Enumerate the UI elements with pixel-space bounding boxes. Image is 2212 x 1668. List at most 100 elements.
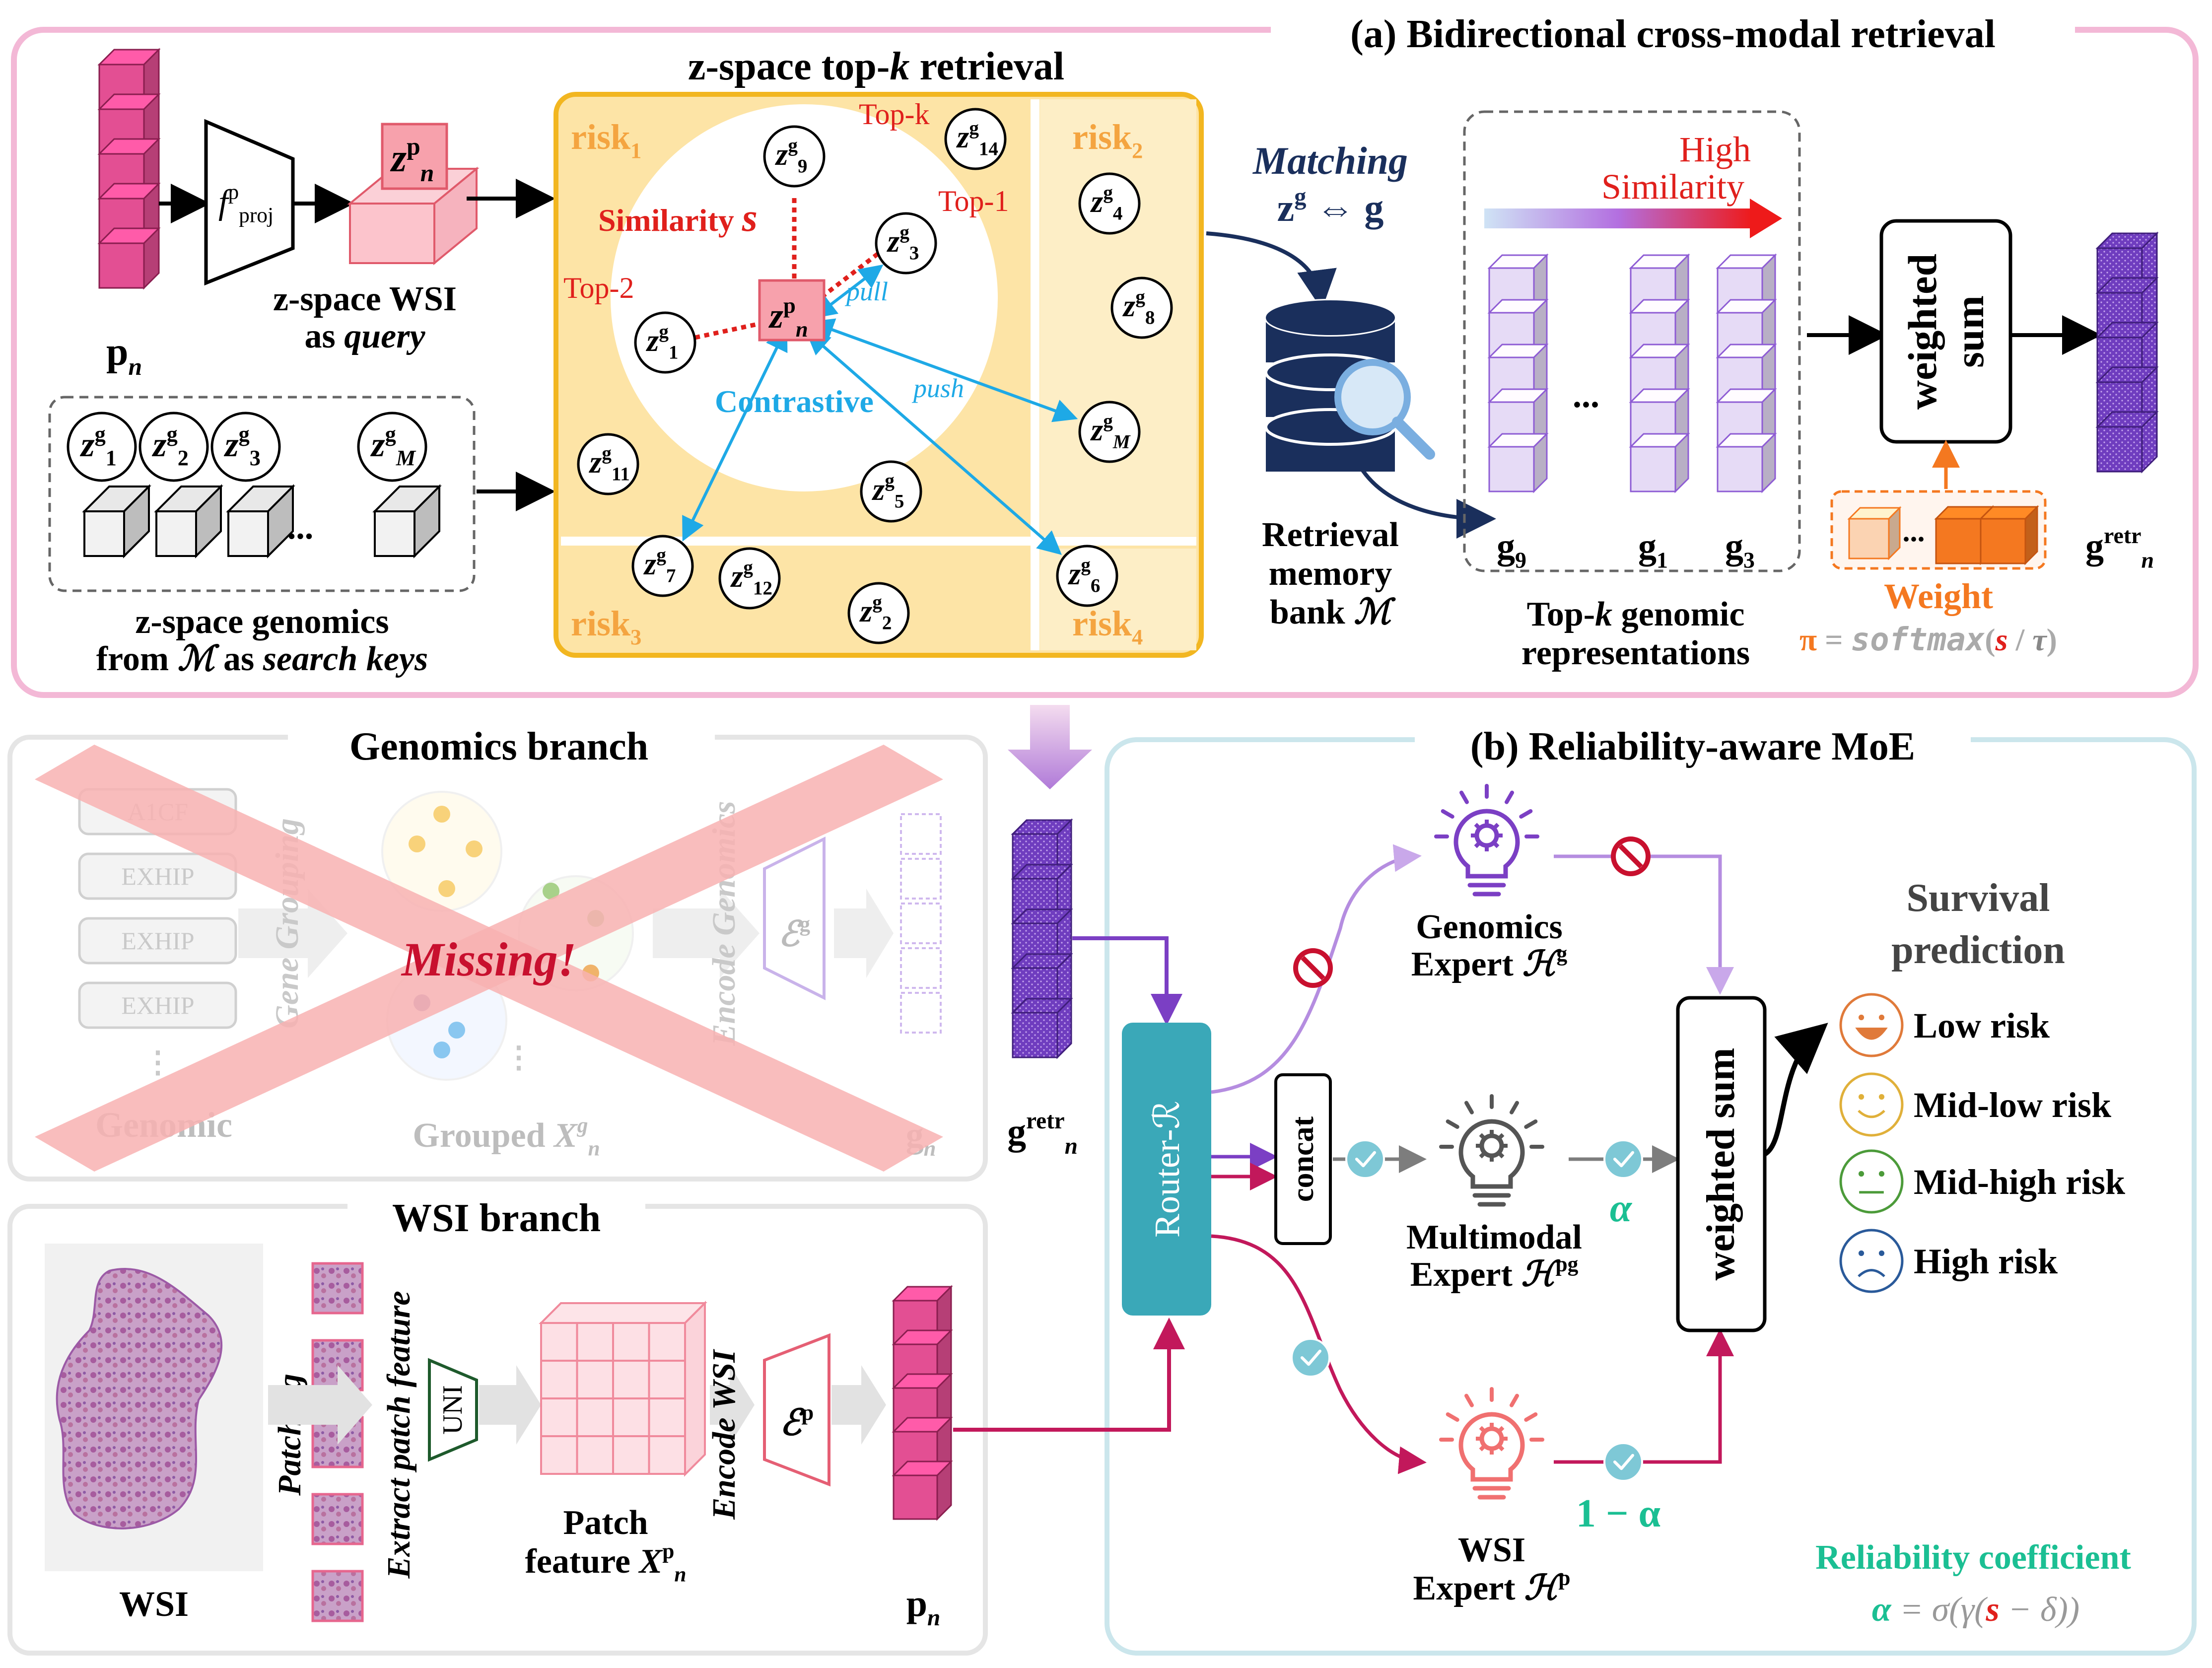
contrastive-label: Contrastive xyxy=(715,384,874,419)
face-outline xyxy=(1839,1149,1904,1214)
g-dots: ... xyxy=(1573,375,1599,415)
topk-box xyxy=(1463,110,1801,572)
risk-face xyxy=(1839,1149,1904,1214)
grid-cell xyxy=(648,1322,686,1362)
panel-a: (a) Bidirectional cross-modal retrievalp… xyxy=(11,11,2199,698)
check-mark xyxy=(1355,1151,1376,1168)
gene-vdots: ⋮ xyxy=(143,1046,173,1079)
gene-dot xyxy=(409,835,425,852)
pull-arrow xyxy=(812,264,884,319)
panel-b-title-bg xyxy=(1415,720,1971,764)
face-outline xyxy=(1839,1072,1904,1137)
high-label: High xyxy=(1679,130,1751,169)
z-node-M: zgM xyxy=(357,412,427,482)
panel-a-title: (a) Bidirectional cross-modal retrieval xyxy=(1350,12,1996,56)
missing-label: Missing! xyxy=(401,933,576,986)
g-label: g1 xyxy=(1638,526,1668,573)
projector-shape xyxy=(204,119,295,286)
z-node-label: zg1 xyxy=(646,321,679,363)
g-stack xyxy=(1629,253,1690,493)
cube-front xyxy=(1980,518,2026,564)
topk-label: Top-k xyxy=(859,98,929,131)
grid-cell xyxy=(576,1397,614,1437)
z-node-label: zg1 xyxy=(79,422,117,470)
check-icon xyxy=(1291,1338,1330,1378)
router-label: Router-ℛ xyxy=(1147,1101,1187,1238)
gene-box xyxy=(78,917,237,965)
face-mouth xyxy=(1855,1027,1888,1040)
wsi-expert-line2: Expert ℋp xyxy=(1413,1566,1571,1607)
multimodal-expert-icon xyxy=(1439,1094,1544,1207)
bulb-ray xyxy=(1464,1101,1474,1114)
bulb-gear xyxy=(1479,1426,1504,1451)
check-icon xyxy=(1345,1139,1385,1179)
gene-dot xyxy=(448,1022,465,1039)
gear-tooth xyxy=(1493,823,1500,830)
patch-line1: Patch xyxy=(563,1504,648,1542)
face-eye xyxy=(1878,1094,1885,1100)
z-node-8: zg8 xyxy=(1110,277,1173,339)
reliability-label: Reliability coefficient xyxy=(1815,1538,2131,1577)
bulb-ray xyxy=(1524,1119,1538,1129)
grid-cell xyxy=(576,1360,614,1399)
prohibited-icon xyxy=(1293,948,1333,988)
z-node-M: zgM xyxy=(1078,401,1141,463)
stack-cube xyxy=(1487,387,1549,449)
wsi-expert-line1: WSI xyxy=(1458,1531,1525,1569)
patch-line2: feature Xpn xyxy=(525,1539,687,1587)
risk-label: risk2 xyxy=(1072,117,1143,163)
encode-wsi-arrow-2 xyxy=(831,1365,886,1445)
face-eye xyxy=(1858,1094,1865,1100)
z-node-circle xyxy=(718,547,781,610)
contrast-arrow-6 xyxy=(805,331,1062,555)
risk-level-label: Mid-low risk xyxy=(1914,1085,2111,1125)
cube-front xyxy=(1848,518,1890,559)
arrow-pn-router xyxy=(953,1318,1185,1432)
contrast-arrow-7 xyxy=(682,326,788,542)
z-node-circle xyxy=(138,412,209,482)
key-column: zg2 xyxy=(138,412,223,558)
grid-cell xyxy=(612,1397,650,1437)
keys-dots: ... xyxy=(287,508,314,547)
eg-label: ℰg xyxy=(778,912,810,954)
zp-label: zpn xyxy=(390,133,434,187)
zspace-title: z-space top-k retrieval xyxy=(688,45,1064,88)
risk-face xyxy=(1839,993,1904,1057)
zn-label: zpn xyxy=(768,293,808,342)
g-stack xyxy=(1716,253,1777,493)
topk-repr-line1: Top-k genomic xyxy=(1527,595,1745,633)
gene-dot xyxy=(543,883,559,900)
gear-tooth xyxy=(1498,1426,1505,1433)
weight-cube xyxy=(1979,505,2039,565)
gear-tooth xyxy=(1479,1426,1486,1433)
cube-front xyxy=(98,242,145,289)
grid-side xyxy=(684,1301,706,1477)
arrow-wsum-survival xyxy=(1763,1023,1828,1157)
bulb-ray xyxy=(1519,809,1533,819)
z-node-circle xyxy=(634,311,696,374)
gear-tooth xyxy=(1474,841,1481,848)
z-node-4: zg4 xyxy=(1078,172,1141,235)
z-node-label: zgM xyxy=(370,422,416,470)
gene-dot xyxy=(433,806,450,823)
z-node-12: zg12 xyxy=(718,547,781,610)
gn-cube xyxy=(900,903,942,944)
grouped-label: Grouped Xgn xyxy=(413,1113,600,1161)
gene-dot xyxy=(438,880,455,897)
topk-repr-line2: representations xyxy=(1521,634,1750,672)
patch-tile xyxy=(311,1262,364,1315)
encode-wsi-arrow xyxy=(710,1365,755,1445)
z-node-label: zg8 xyxy=(1122,286,1155,328)
check-circle xyxy=(1603,1442,1643,1482)
bulb-gear xyxy=(1474,823,1499,848)
stack-cube xyxy=(1487,432,1549,493)
down-arrow-retrieval xyxy=(1008,705,1092,789)
stack-cube xyxy=(1629,387,1690,449)
grid-cell xyxy=(540,1397,578,1437)
patch-feature-grid xyxy=(539,1301,707,1477)
genomics-expert-line2: Expert ℋg xyxy=(1411,942,1568,983)
bank-line3: bank ℳ xyxy=(1270,593,1396,631)
gretr-label-top: gretrn xyxy=(2085,523,2154,573)
